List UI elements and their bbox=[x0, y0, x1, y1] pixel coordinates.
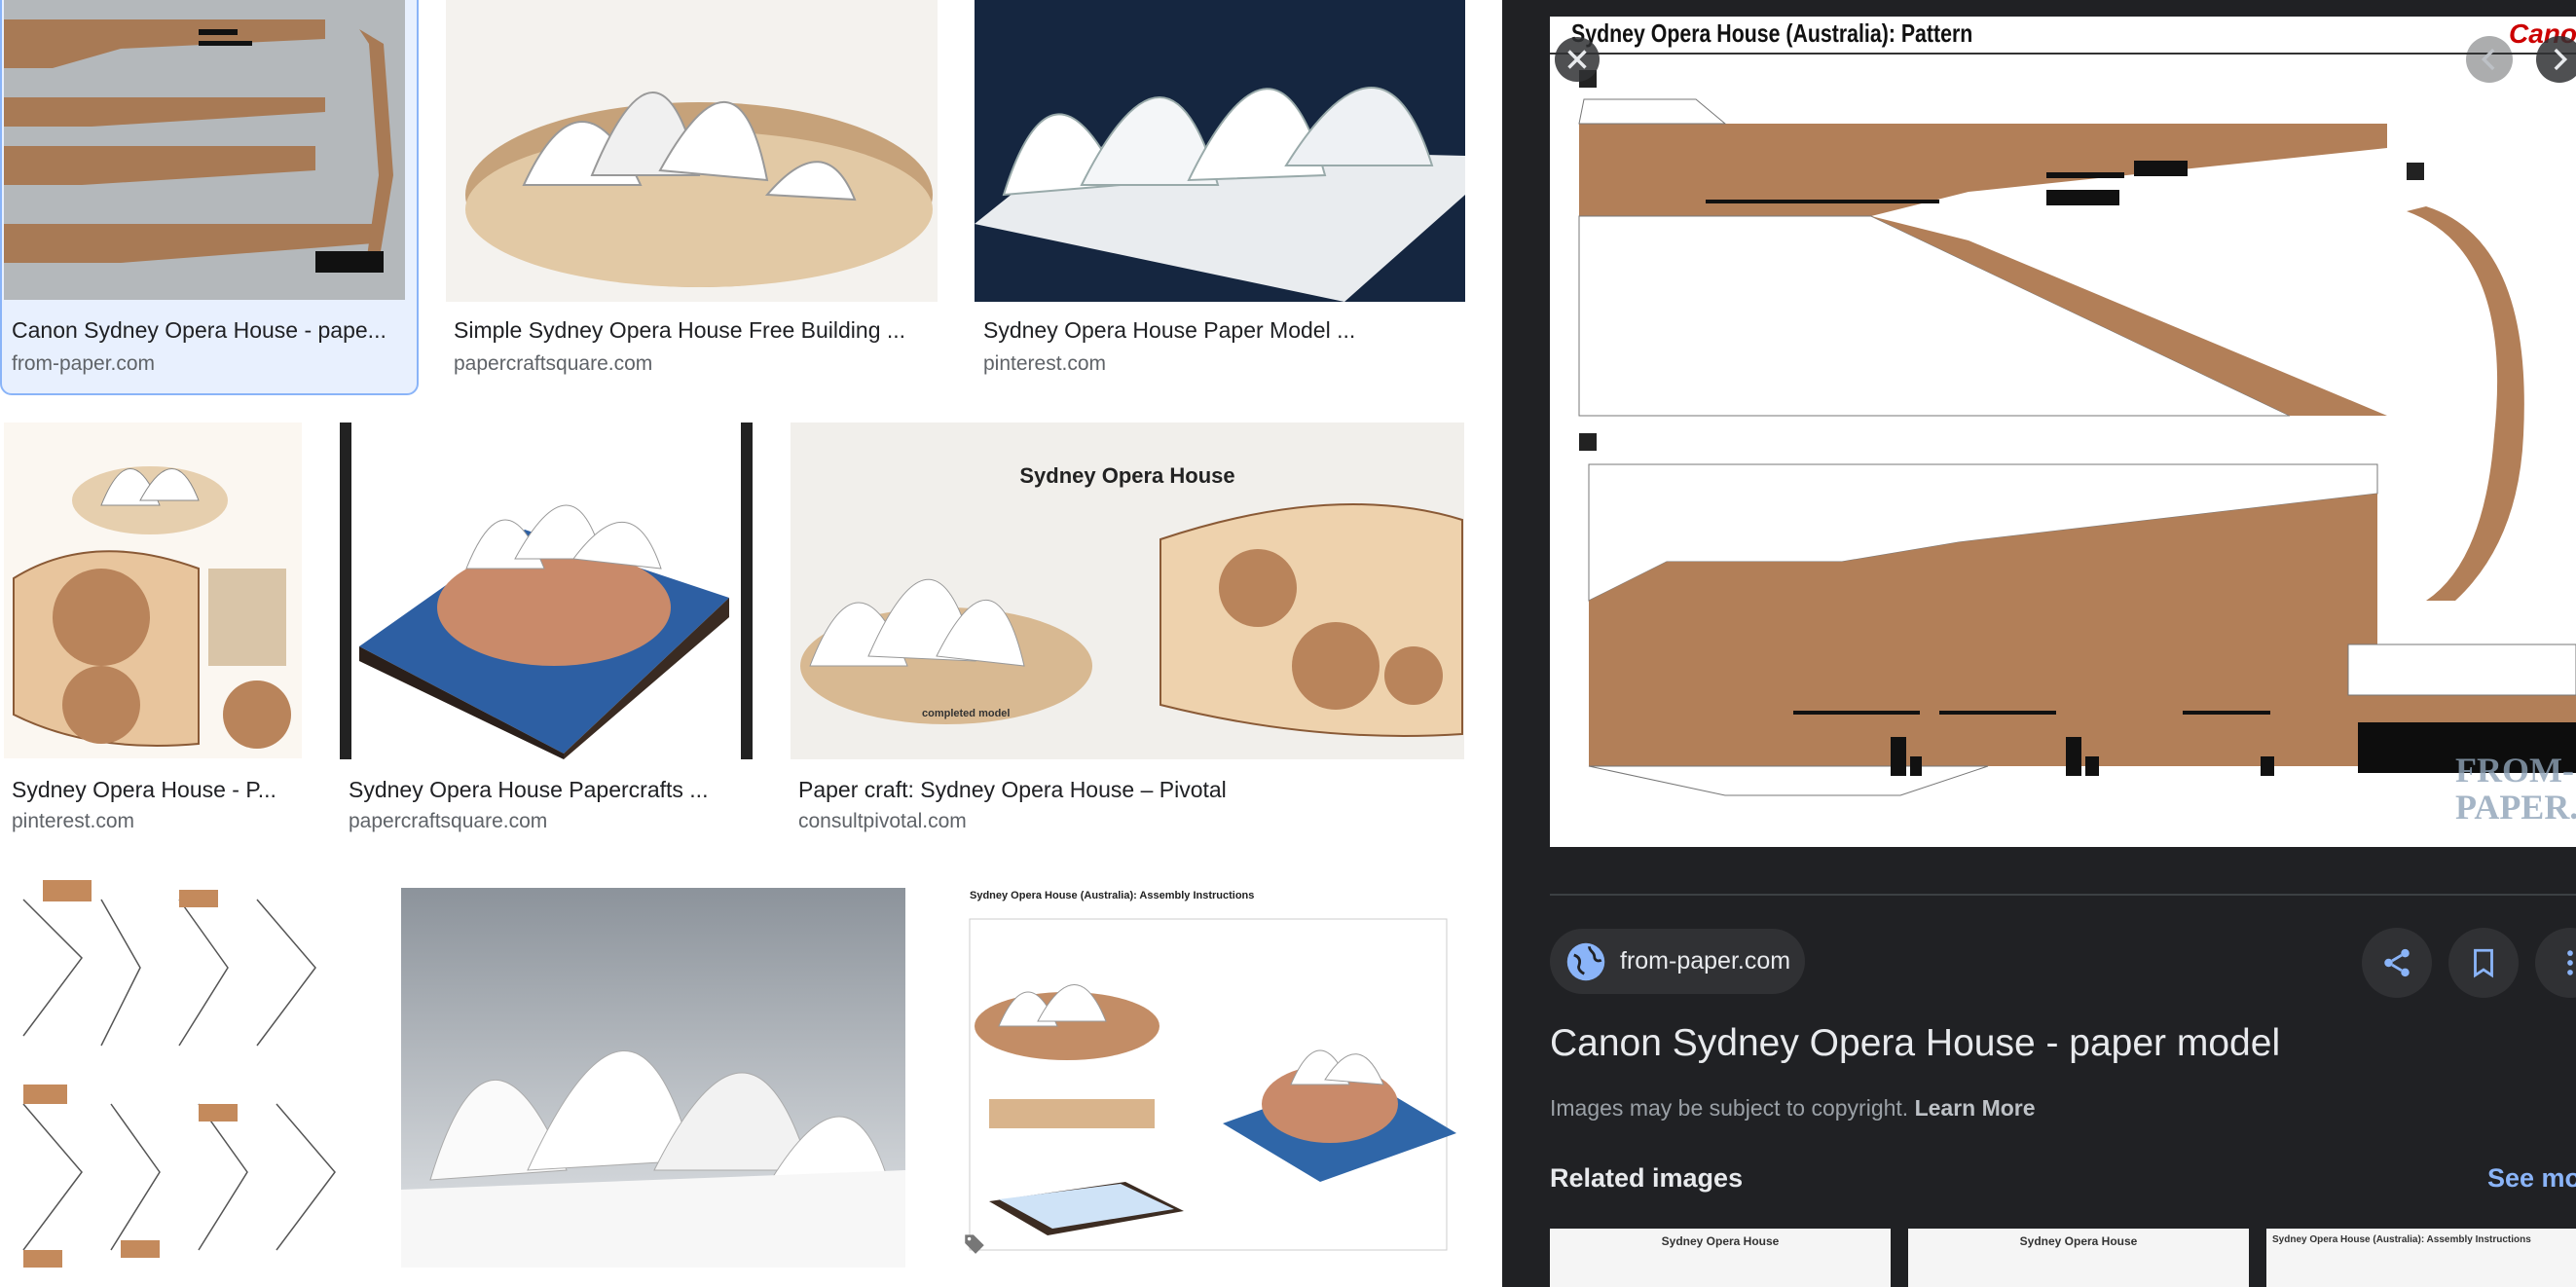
thumb-caption: completed model bbox=[922, 708, 1011, 719]
close-icon bbox=[1567, 50, 1587, 69]
result-title[interactable]: Simple Sydney Opera House Free Building … bbox=[454, 317, 906, 343]
result-1[interactable]: Canon Sydney Opera House - pape... from-… bbox=[0, 0, 419, 389]
result-7[interactable] bbox=[0, 880, 360, 1287]
preview-image[interactable]: Sydney Opera House (Australia): Pattern … bbox=[1550, 17, 2576, 847]
divider bbox=[1550, 894, 2576, 896]
result-source[interactable]: pinterest.com bbox=[12, 810, 135, 832]
result-source[interactable]: consultpivotal.com bbox=[798, 810, 967, 832]
chevron-left-icon bbox=[2481, 48, 2495, 71]
result-5[interactable]: Sydney Opera House Papercrafts ... paper… bbox=[340, 423, 758, 841]
share-button[interactable] bbox=[2362, 928, 2432, 998]
result-5-thumbnail[interactable] bbox=[340, 423, 753, 759]
result-title[interactable]: Canon Sydney Opera House - pape... bbox=[12, 317, 386, 343]
result-source[interactable]: papercraftsquare.com bbox=[349, 810, 548, 832]
see-more-link[interactable]: See mo bbox=[2487, 1163, 2576, 1193]
result-3-thumbnail[interactable] bbox=[975, 0, 1465, 302]
result-1-thumbnail[interactable] bbox=[4, 0, 405, 300]
image-detail-panel: Sydney Opera House (Australia): Pattern … bbox=[1502, 0, 2576, 1287]
more-options-button[interactable] bbox=[2535, 928, 2576, 998]
related-image-label: Sydney Opera House (Australia): Assembly… bbox=[2272, 1234, 2531, 1245]
chevron-right-icon bbox=[2554, 48, 2568, 71]
related-image-1[interactable]: Sydney Opera House bbox=[1550, 1229, 1891, 1287]
save-button[interactable] bbox=[2448, 928, 2519, 998]
preview-heading: Sydney Opera House (Australia): Pattern bbox=[1571, 18, 1973, 48]
result-6[interactable]: Sydney Opera House completed model Paper… bbox=[791, 423, 1464, 841]
related-image-label: Sydney Opera House bbox=[2019, 1234, 2138, 1248]
thumb-heading: Sydney Opera House (Australia): Assembly… bbox=[970, 890, 1255, 901]
result-3[interactable]: Sydney Opera House Paper Model ... pinte… bbox=[975, 0, 1465, 389]
result-2[interactable]: Simple Sydney Opera House Free Building … bbox=[446, 0, 938, 389]
learn-more-link[interactable]: Learn More bbox=[1914, 1095, 2036, 1121]
preview-watermark: FROM-PAPER.COM bbox=[2455, 751, 2576, 827]
related-image-label: Sydney Opera House bbox=[1661, 1234, 1780, 1248]
result-9[interactable]: Sydney Opera House (Australia): Assembly… bbox=[950, 880, 1464, 1287]
prev-image-button[interactable] bbox=[2466, 36, 2513, 83]
result-8[interactable] bbox=[401, 880, 907, 1287]
result-9-thumbnail[interactable]: Sydney Opera House (Australia): Assembly… bbox=[950, 880, 1464, 1269]
globe-icon bbox=[1566, 942, 1605, 980]
result-title[interactable]: Sydney Opera House Paper Model ... bbox=[983, 317, 1356, 343]
bookmark-icon bbox=[2474, 948, 2493, 978]
thumb-heading: Sydney Opera House bbox=[1019, 463, 1235, 488]
result-source[interactable]: pinterest.com bbox=[983, 352, 1107, 375]
tag-icon[interactable] bbox=[962, 1231, 987, 1256]
next-image-button[interactable] bbox=[2536, 36, 2576, 83]
more-vert-icon bbox=[2567, 950, 2573, 975]
copyright-notice: Images may be subject to copyright. Lear… bbox=[1550, 1095, 2036, 1122]
close-button[interactable] bbox=[1555, 37, 1600, 82]
related-images-heading: Related images bbox=[1550, 1163, 1744, 1193]
result-source[interactable]: from-paper.com bbox=[12, 352, 156, 375]
source-chip-label: from-paper.com bbox=[1620, 947, 1791, 974]
result-4-thumbnail[interactable] bbox=[4, 423, 302, 758]
result-title[interactable]: Sydney Opera House - P... bbox=[12, 777, 276, 802]
share-icon bbox=[2384, 948, 2410, 977]
result-4[interactable]: Sydney Opera House - P... pinterest.com bbox=[0, 423, 312, 841]
result-source[interactable]: papercraftsquare.com bbox=[454, 352, 653, 375]
result-6-thumbnail[interactable]: Sydney Opera House completed model bbox=[791, 423, 1464, 759]
copyright-text: Images may be subject to copyright. bbox=[1550, 1095, 1909, 1121]
related-image-3[interactable]: Sydney Opera House (Australia): Assembly… bbox=[2266, 1229, 2576, 1287]
source-chip[interactable]: from-paper.com bbox=[1550, 929, 1805, 994]
related-image-2[interactable]: Sydney Opera House bbox=[1908, 1229, 2249, 1287]
result-8-thumbnail[interactable] bbox=[401, 888, 905, 1268]
result-title[interactable]: Paper craft: Sydney Opera House – Pivota… bbox=[798, 777, 1227, 802]
result-7-thumbnail[interactable] bbox=[4, 880, 356, 1273]
result-2-thumbnail[interactable] bbox=[446, 0, 938, 302]
detail-title[interactable]: Canon Sydney Opera House - paper model bbox=[1550, 1022, 2281, 1064]
result-title[interactable]: Sydney Opera House Papercrafts ... bbox=[349, 777, 709, 802]
